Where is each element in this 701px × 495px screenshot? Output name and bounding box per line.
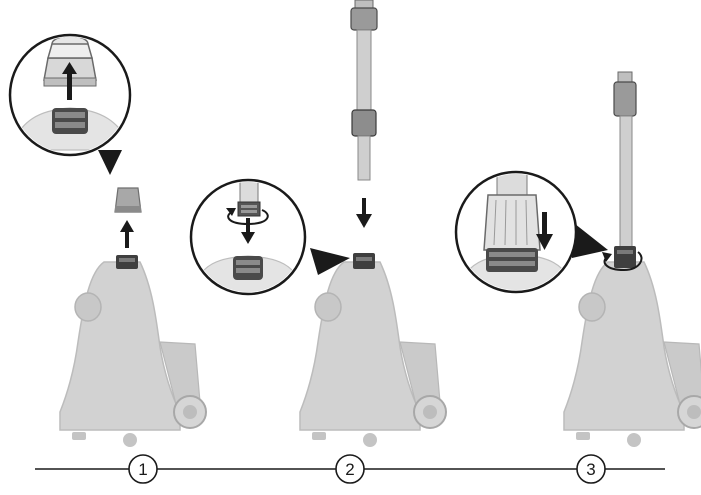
zoom-callout-icon bbox=[189, 178, 350, 296]
arrow-down-icon bbox=[356, 198, 372, 228]
step-number: 2 bbox=[345, 460, 354, 479]
step-number: 3 bbox=[586, 460, 595, 479]
arrow-up-icon bbox=[120, 220, 134, 248]
telescopic-pole bbox=[350, 0, 378, 181]
step-marker-1: 1 bbox=[128, 454, 158, 484]
step-2-illustration bbox=[189, 0, 447, 448]
arrow-down-icon bbox=[536, 212, 553, 250]
zoom-callout-icon bbox=[454, 170, 608, 294]
rotate-icon bbox=[602, 251, 643, 272]
steamer-icon bbox=[299, 261, 447, 448]
steamer-icon bbox=[59, 261, 207, 448]
step-1-illustration bbox=[8, 33, 207, 448]
step-marker-3: 3 bbox=[576, 454, 606, 484]
timeline: 1 2 3 bbox=[35, 454, 665, 484]
steamer-outlet bbox=[614, 246, 636, 268]
step-marker-2: 2 bbox=[335, 454, 365, 484]
step-number: 1 bbox=[138, 460, 147, 479]
steamer-icon bbox=[563, 261, 701, 448]
step-3-illustration bbox=[454, 71, 701, 448]
rotate-icon bbox=[226, 208, 269, 226]
telescopic-pole bbox=[613, 71, 637, 251]
zoom-callout-icon bbox=[8, 33, 132, 175]
